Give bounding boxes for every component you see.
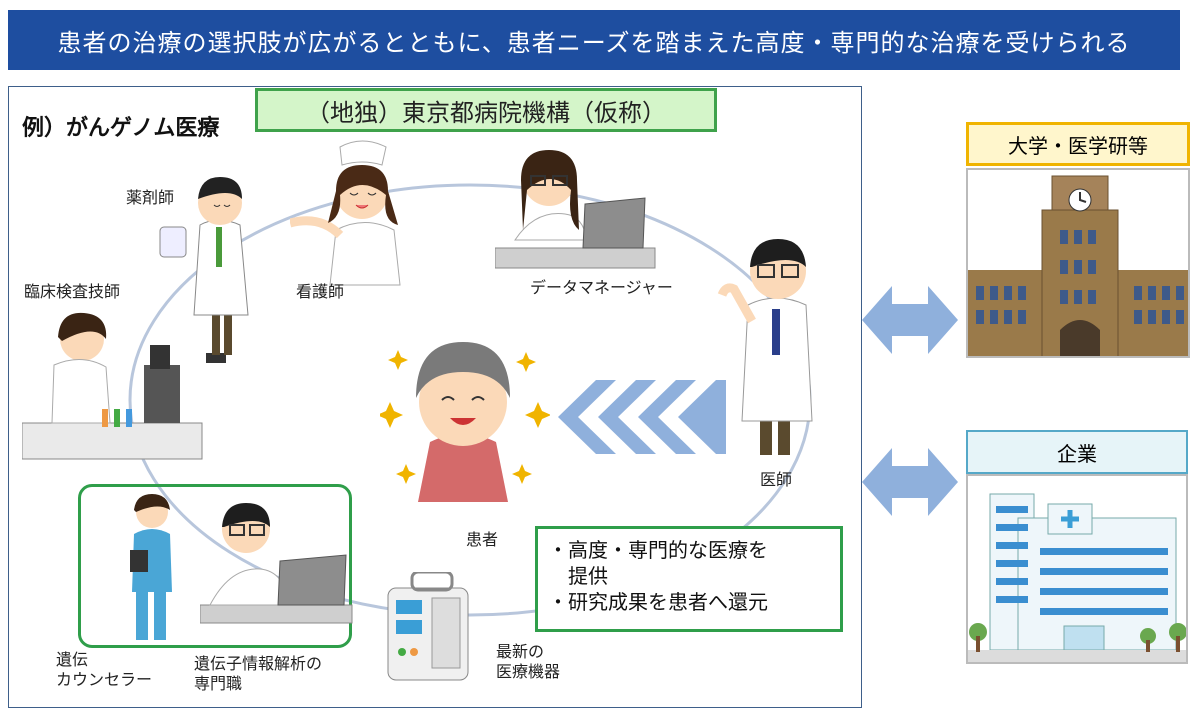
double-arrow-icon (862, 448, 958, 516)
equipment-label-line1: 最新の (496, 642, 545, 661)
genetic-counselor-label: 遺伝 カウンセラー (56, 650, 152, 690)
genome-analyst-illustration (200, 503, 353, 624)
benefits-box: ・高度・専門的な医療を 提供 ・研究成果を患者へ還元 (535, 526, 843, 632)
genome-analyst-label-line2: 専門職 (194, 674, 243, 693)
data-manager-label: データマネージャー (530, 278, 673, 297)
page-banner: 患者の治療の選択肢が広がるとともに、患者ニーズを踏まえた高度・専門的な治療を受け… (8, 10, 1180, 70)
corporate-label: 企業 (1057, 441, 1097, 466)
sparkle-icon (380, 350, 550, 484)
pharmacist-illustration (159, 177, 249, 363)
patient-label: 患者 (466, 530, 499, 549)
banner-title: 患者の治療の選択肢が広がるとともに、患者ニーズを踏まえた高度・専門的な治療を受け… (57, 28, 1131, 57)
double-arrow-icon (862, 286, 958, 354)
doctor-illustration (717, 239, 813, 455)
nurse-label: 看護師 (296, 282, 345, 301)
genome-analyst-label-line1: 遺伝子情報解析の (194, 654, 323, 673)
benefit-line: 提供 (548, 564, 608, 588)
organization-name: （地独）東京都病院機構（仮称） (306, 98, 666, 127)
example-label: 例）がんゲノム医療 (22, 116, 220, 141)
university-building-illustration (968, 170, 1188, 356)
corporate-header: 企業 (966, 430, 1188, 474)
office-building-illustration (968, 476, 1186, 662)
university-image (966, 168, 1190, 358)
corporate-image (966, 474, 1188, 664)
lab-technician-illustration (22, 312, 203, 460)
nurse-illustration (290, 140, 401, 286)
genetic-counselor-label-line2: カウンセラー (56, 670, 153, 689)
patient-illustration (416, 342, 510, 502)
lab-technician-label: 臨床検査技師 (24, 282, 121, 301)
university-label: 大学・医学研等 (1008, 133, 1148, 158)
genetic-counselor-label-line1: 遺伝 (56, 650, 89, 669)
equipment-label-line2: 医療機器 (496, 662, 561, 681)
equipment-label: 最新の 医療機器 (496, 642, 560, 682)
genetic-counselor-illustration (130, 494, 172, 640)
university-header: 大学・医学研等 (966, 122, 1190, 166)
pharmacist-label: 薬剤師 (126, 188, 175, 207)
data-manager-illustration (495, 150, 656, 269)
genome-team-box (78, 484, 352, 648)
genome-analyst-label: 遺伝子情報解析の 専門職 (194, 654, 322, 694)
organization-box: （地独）東京都病院機構（仮称） (255, 88, 717, 132)
infusion-pump-illustration (387, 572, 469, 681)
benefit-line: ・高度・専門的な医療を (548, 538, 768, 562)
doctor-label: 医師 (760, 470, 793, 489)
benefit-line: ・研究成果を患者へ還元 (548, 590, 768, 614)
chevron-arrows-icon (558, 380, 726, 454)
